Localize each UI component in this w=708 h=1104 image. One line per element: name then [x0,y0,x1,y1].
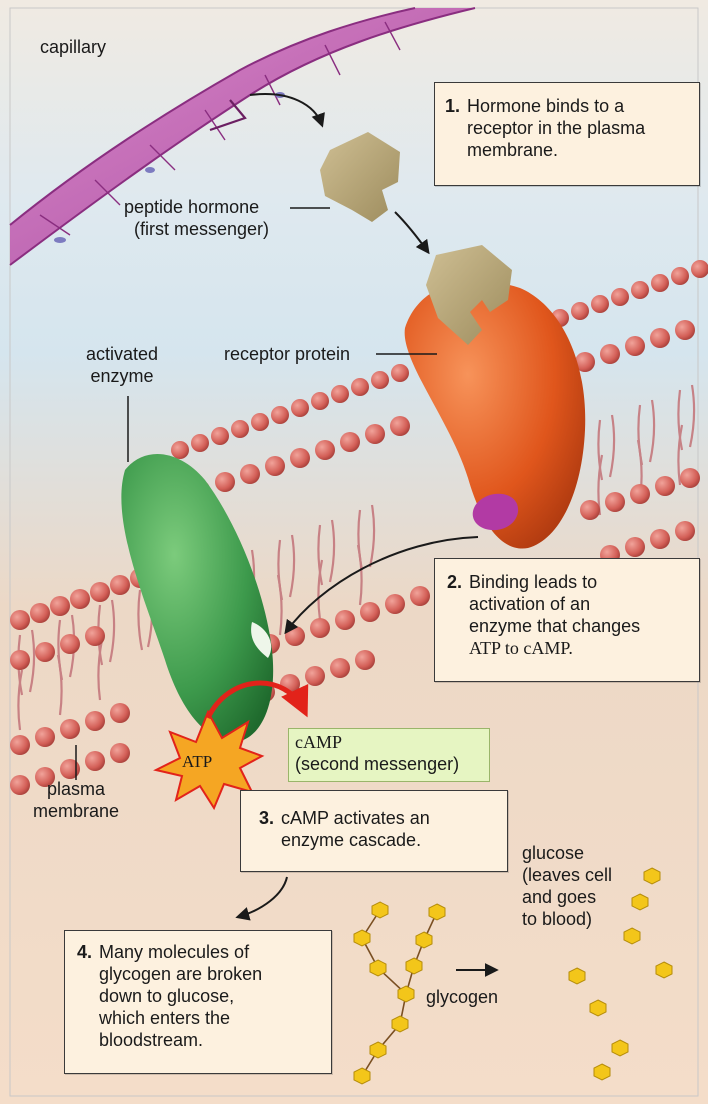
plasma-membrane-label: plasma membrane [26,778,126,822]
step-2-number: 2. [447,571,462,593]
activated-enzyme-label: activated enzyme [86,343,158,387]
step-4-box: 4. Many molecules of glycogen are broken… [64,930,332,1074]
step-1-line3: membrane. [467,139,645,161]
step-4-line4: which enters the [99,1007,262,1029]
step-2-line1: Binding leads to [469,571,640,593]
step-4-text: Many molecules of glycogen are broken do… [99,941,262,1051]
step-3-line1: cAMP activates an [281,807,430,829]
step-4-line2: glycogen are broken [99,963,262,985]
plasma-membrane-label-line1: plasma [26,778,126,800]
activated-enzyme-label-line1: activated [86,343,158,365]
step-1-number: 1. [445,95,460,117]
step-4-line3: down to glucose, [99,985,262,1007]
activated-enzyme-label-line2: enzyme [86,365,158,387]
step-3-number: 3. [259,807,274,829]
receptor-protein-label: receptor protein [224,343,350,365]
step-1-line2: receptor in the plasma [467,117,645,139]
step-2-text: Binding leads to activation of an enzyme… [469,571,640,659]
camp-box-line2: (second messenger) [295,753,483,775]
step-2-line2: activation of an [469,593,640,615]
glucose-label: glucose (leaves cell and goes to blood) [522,842,612,930]
camp-box: cAMP (second messenger) [288,728,490,782]
peptide-hormone-label: peptide hormone (first messenger) [124,196,269,240]
plasma-membrane-label-line2: membrane [26,800,126,822]
step-2-line3: enzyme that changes [469,615,640,637]
step-1-line1: Hormone binds to a [467,95,645,117]
glucose-label-line1: glucose [522,842,612,864]
step-4-number: 4. [77,941,92,963]
camp-box-line1: cAMP [295,731,483,753]
step-4-line1: Many molecules of [99,941,262,963]
glucose-label-line3: and goes [522,886,612,908]
step-3-box: 3. cAMP activates an enzyme cascade. [240,790,508,872]
glucose-label-line2: (leaves cell [522,864,612,886]
atp-label: ATP [182,752,212,772]
glucose-label-line4: to blood) [522,908,612,930]
capillary-label: capillary [40,36,106,58]
peptide-hormone-label-line2: (first messenger) [124,218,269,240]
step-2-line4: ATP to cAMP. [469,637,640,659]
peptide-hormone-label-line1: peptide hormone [124,196,269,218]
step-1-box: 1. Hormone binds to a receptor in the pl… [434,82,700,186]
step-3-text: cAMP activates an enzyme cascade. [281,807,430,851]
step-2-box: 2. Binding leads to activation of an enz… [434,558,700,682]
glycogen-label: glycogen [426,986,498,1008]
step-1-text: Hormone binds to a receptor in the plasm… [467,95,645,161]
step-4-line5: bloodstream. [99,1029,262,1051]
step-3-line2: enzyme cascade. [281,829,430,851]
